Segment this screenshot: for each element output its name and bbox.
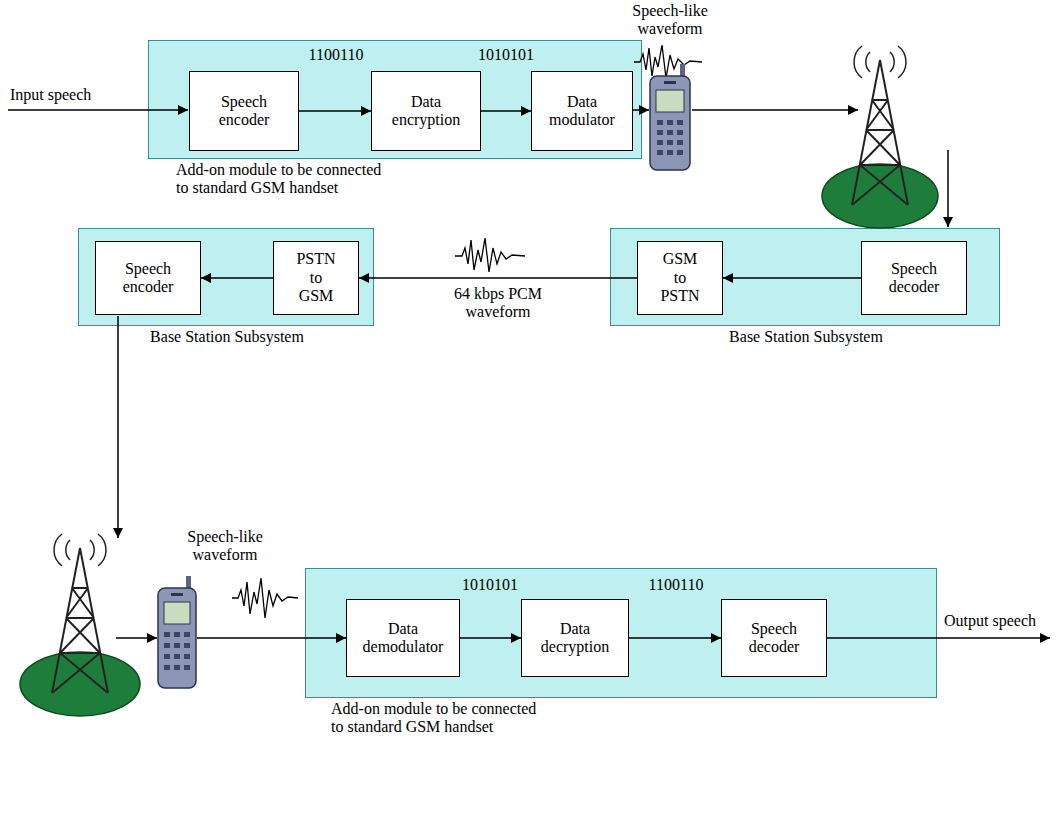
label-holder: 1100110 — [302, 46, 370, 64]
caption-holder: Add-on module to be connected to standar… — [331, 700, 545, 737]
signal-label: Input speech — [10, 86, 130, 104]
uplink-arrow — [117, 316, 119, 538]
label-holder: 1010101 — [472, 46, 540, 64]
box-label: Speech decoder — [869, 260, 959, 297]
base-station-panel: Base Station SubsystemGSM to PSTNSpeech … — [610, 228, 1000, 326]
panel-caption: Base Station Subsystem — [79, 328, 375, 346]
bit-label: 1100110 — [642, 576, 710, 594]
process-box: Speech encoder — [189, 71, 299, 151]
label-holder: Speech-like waveform — [625, 2, 715, 39]
addon-module-panel: Add-on module to be connected to standar… — [305, 568, 937, 698]
flow-arrow — [359, 277, 637, 279]
signal-label: Speech-like waveform — [180, 528, 270, 565]
box-label: GSM to PSTN — [657, 250, 703, 305]
box-label: PSTN to GSM — [293, 250, 339, 305]
process-box: Data demodulator — [346, 599, 460, 677]
label-holder: 1100110 — [642, 576, 710, 594]
signal-label: Speech-like waveform — [625, 2, 715, 39]
process-box: GSM to PSTN — [637, 241, 723, 315]
addon-module-panel: Add-on module to be connected to standar… — [148, 40, 642, 159]
caption-holder: Base Station Subsystem — [79, 328, 375, 346]
edge-label: 64 kbps PCM waveform — [448, 285, 548, 322]
box-label: Data decryption — [529, 620, 621, 657]
box-label: Data modulator — [539, 93, 625, 130]
caption-holder: Base Station Subsystem — [611, 328, 1001, 346]
process-box: Data decryption — [521, 599, 629, 677]
label-holder: 64 kbps PCM waveform — [448, 285, 548, 322]
cell-tower — [20, 534, 140, 716]
bit-label: 1100110 — [302, 46, 370, 64]
downlink-arrow — [947, 150, 949, 227]
box-label: Speech decoder — [729, 620, 819, 657]
label-holder: 1010101 — [456, 576, 524, 594]
box-label: Speech encoder — [199, 93, 289, 130]
box-label: Data demodulator — [354, 620, 452, 657]
process-box: PSTN to GSM — [273, 241, 359, 315]
box-label: Data encryption — [381, 93, 471, 130]
waveform — [634, 45, 702, 78]
caption-holder: Add-on module to be connected to standar… — [176, 161, 390, 198]
process-box: Speech encoder — [95, 241, 201, 315]
label-holder: Output speech — [944, 612, 1052, 630]
panel-caption: Base Station Subsystem — [611, 328, 1001, 346]
process-box: Data modulator — [531, 71, 633, 151]
bit-label: 1010101 — [472, 46, 540, 64]
bit-label: 1010101 — [456, 576, 524, 594]
label-holder: Input speech — [10, 86, 130, 104]
radio-arrow — [116, 637, 157, 639]
waveform — [232, 578, 298, 618]
process-box: Speech decoder — [861, 241, 967, 315]
box-label: Speech encoder — [103, 260, 193, 297]
process-box: Data encryption — [371, 71, 481, 151]
radio-arrow — [692, 109, 858, 111]
process-box: Speech decoder — [721, 599, 827, 677]
panel-caption: Add-on module to be connected to standar… — [331, 700, 545, 737]
cell-tower — [822, 46, 938, 228]
signal-label: Output speech — [944, 612, 1052, 630]
base-station-panel: Base Station SubsystemSpeech encoderPSTN… — [78, 228, 374, 326]
panel-caption: Add-on module to be connected to standar… — [176, 161, 390, 198]
waveform — [455, 238, 525, 272]
label-holder: Speech-like waveform — [180, 528, 270, 565]
phone-handset — [650, 64, 690, 170]
phone-handset — [158, 576, 196, 688]
